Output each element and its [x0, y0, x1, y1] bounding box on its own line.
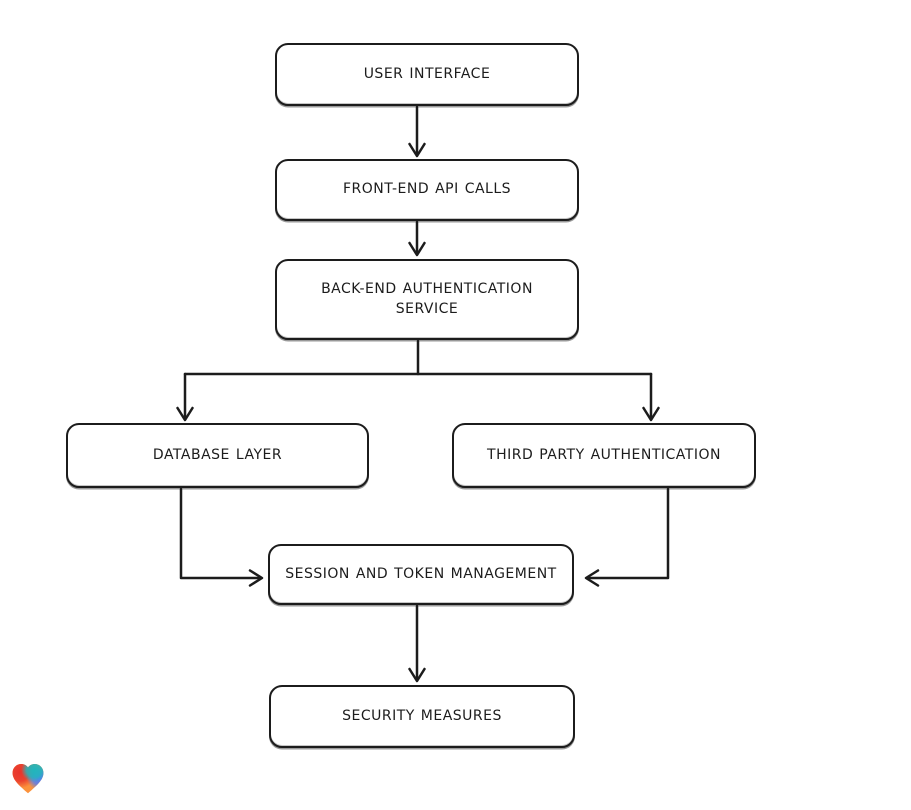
node-third-party-authentication-label: THIRD PARTY AUTHENTICATION [487, 446, 721, 463]
node-user-interface: USER INTERFACE [275, 43, 579, 106]
node-database-layer-label: DATABASE LAYER [152, 446, 283, 463]
connector-frontend-to-backend [408, 220, 426, 257]
connector-ui-to-frontend [408, 105, 426, 158]
node-back-end-authentication-service: BACK-END AUTHENTICATION SERVICE [275, 259, 579, 340]
node-security-measures: SECURITY MEASURES [269, 685, 575, 748]
node-database-layer: DATABASE LAYER [66, 423, 369, 488]
heart-icon-svg [12, 764, 44, 794]
node-security-measures-label: SECURITY MEASURES [342, 707, 502, 724]
node-third-party-authentication: THIRD PARTY AUTHENTICATION [452, 423, 756, 488]
node-front-end-api-calls: FRONT-END API CALLS [275, 159, 579, 221]
node-back-end-authentication-service-label: BACK-END AUTHENTICATION SERVICE [321, 280, 533, 317]
node-user-interface-label: USER INTERFACE [363, 65, 491, 82]
connector-database-to-session [179, 487, 264, 587]
node-session-and-token-management: SESSION AND TOKEN MANAGEMENT [268, 544, 574, 605]
connector-backend-branch [176, 339, 660, 422]
connector-session-to-security [408, 604, 426, 683]
node-session-and-token-management-label: SESSION AND TOKEN MANAGEMENT [285, 565, 557, 582]
connector-thirdparty-to-session [584, 487, 670, 587]
node-front-end-api-calls-label: FRONT-END API CALLS [342, 181, 512, 198]
heart-icon[interactable] [9, 760, 47, 798]
